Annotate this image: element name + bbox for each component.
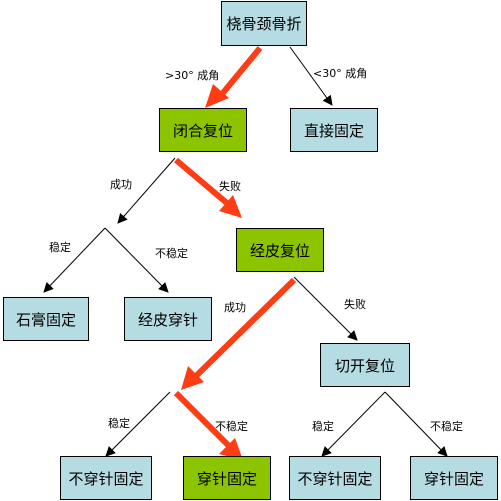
label-stable-3: 稳定 (312, 420, 334, 433)
label-gt30: >30° 成角 (165, 69, 220, 82)
edge-stable-nopin-1 (105, 391, 171, 457)
node-percutaneous-pinning: 经皮穿针 (124, 297, 212, 341)
path-arrow-root-closed (205, 46, 263, 108)
edge-percutaneous-open (293, 276, 358, 341)
node-no-pin-fixation-2: 不穿针固定 (289, 456, 381, 500)
label-fail-2: 失败 (344, 298, 366, 311)
path-arrow-stable-pin (173, 390, 243, 460)
edge-unstable-pinning (104, 227, 169, 293)
edge-open-pin-2 (384, 391, 448, 457)
node-pin-fixation-2: 穿针固定 (410, 456, 498, 500)
node-pin-fixation-1: 穿针固定 (183, 456, 271, 500)
label-unstable-1: 不稳定 (155, 247, 188, 260)
node-direct-fixation: 直接固定 (290, 108, 378, 152)
edge-closed-plaster (117, 157, 176, 224)
edge-stable-plaster (43, 227, 106, 293)
node-root: 桡骨颈骨折 (221, 1, 307, 46)
edge-open-nopin-2 (321, 391, 386, 457)
node-closed-reduction: 闭合复位 (159, 108, 247, 152)
label-fail-1: 失败 (219, 180, 241, 193)
path-arrow-percutaneous-nopin (181, 277, 297, 390)
path-arrow-closed-percutaneous (174, 157, 242, 218)
label-success-1: 成功 (110, 178, 132, 191)
node-open-reduction: 切开复位 (320, 343, 410, 387)
label-unstable-2: 不稳定 (215, 420, 248, 433)
label-lt30: <30° 成角 (313, 67, 368, 80)
label-success-2: 成功 (224, 301, 246, 314)
node-percutaneous-reduction: 经皮复位 (236, 228, 324, 272)
label-stable-1: 稳定 (49, 241, 71, 254)
label-stable-2: 稳定 (108, 417, 130, 430)
node-plaster-fixation: 石膏固定 (3, 297, 89, 341)
edge-root-direct (289, 46, 333, 106)
node-no-pin-fixation-1: 不穿针固定 (60, 456, 152, 500)
label-unstable-3: 不稳定 (430, 420, 463, 433)
